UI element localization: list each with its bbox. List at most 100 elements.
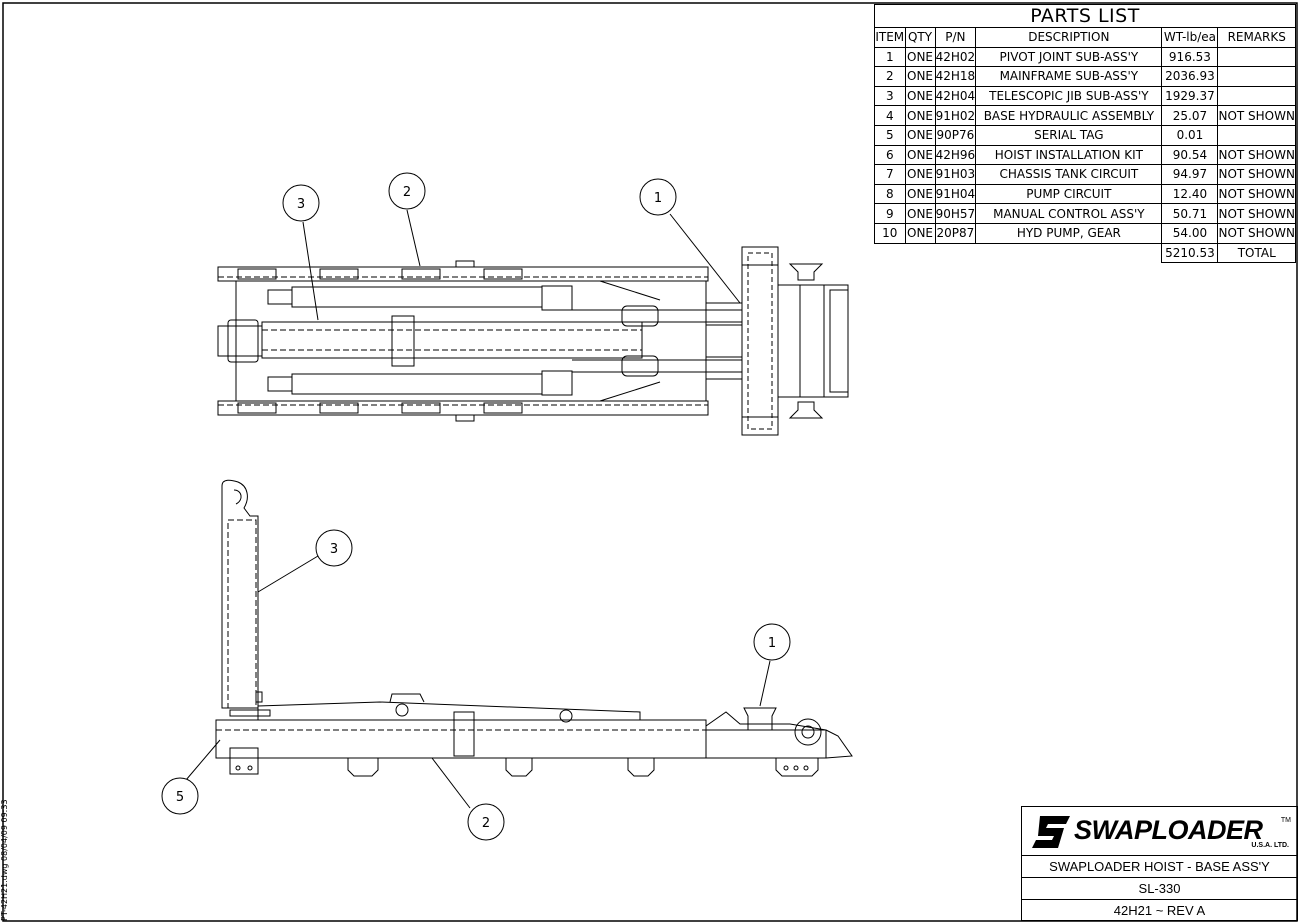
item-number: 5 [874,124,906,146]
weight: 54.00 [1161,222,1219,244]
description: HYD PUMP, GEAR [975,222,1163,244]
svg-text:5: 5 [176,790,184,805]
svg-text:2: 2 [403,185,411,200]
quantity: ONE [904,66,936,87]
remarks [1217,46,1296,68]
part-number: 90P76 [934,124,977,146]
file-stamp: PT-42H21.dwg 08/04/09 09:33 [0,799,9,921]
svg-text:1: 1 [654,191,662,206]
side-view [215,479,853,777]
title-block: SWAPLOADER TM U.S.A. LTD. SWAPLOADER HOI… [1021,806,1298,921]
item-number: 7 [874,164,906,185]
column-header: QTY [904,27,936,48]
item-number: 8 [874,183,906,205]
part-number: 20P87 [934,222,977,244]
remarks: NOT SHOWN [1217,203,1296,224]
remarks [1217,66,1296,87]
column-header: DESCRIPTION [975,27,1163,48]
description: BASE HYDRAULIC ASSEMBLY [975,105,1163,126]
description: HOIST INSTALLATION KIT [975,144,1163,166]
trademark: TM [1280,817,1291,824]
weight: 90.54 [1161,144,1219,166]
balloon-item-1-top: 1 [639,178,677,216]
total-label: TOTAL [1217,242,1296,264]
svg-text:2: 2 [482,816,490,831]
description: PIVOT JOINT SUB-ASS'Y [975,46,1163,68]
weight: 94.97 [1161,164,1219,185]
quantity: ONE [904,85,936,107]
balloon-item-1-side: 1 [753,623,791,661]
quantity: ONE [904,144,936,166]
description: MANUAL CONTROL ASS'Y [975,203,1163,224]
remarks: NOT SHOWN [1217,222,1296,244]
balloon-item-3-side: 3 [315,529,353,567]
weight: 916.53 [1161,46,1219,68]
column-header: P/N [934,27,977,48]
part-number: 90H57 [934,203,977,224]
quantity: ONE [904,183,936,205]
item-number: 6 [874,144,906,166]
model-number: SL-330 [1022,878,1297,900]
part-number: 42H96 [934,144,977,166]
swaploader-s-logo-icon [1032,816,1070,848]
column-header: WT-lb/ea [1161,27,1219,48]
weight: 12.40 [1161,183,1219,205]
brand-name: SWAPLOADER [1074,815,1263,845]
parts-list-header-row: ITEM QTY P/N DESCRIPTION WT-lb/ea REMARK… [874,27,1296,48]
part-number: 42H04 [934,85,977,107]
balloon-item-5-side: 5 [161,777,199,815]
top-view [217,246,849,436]
remarks [1217,124,1296,146]
parts-list-table: PARTS LIST ITEM QTY P/N DESCRIPTION WT-l… [874,4,1296,264]
part-number: 42H18 [934,66,977,87]
remarks: NOT SHOWN [1217,144,1296,166]
quantity: ONE [904,164,936,185]
svg-text:1: 1 [768,636,776,651]
quantity: ONE [904,203,936,224]
description: SERIAL TAG [975,124,1163,146]
svg-text:3: 3 [330,542,338,557]
quantity: ONE [904,222,936,244]
item-number: 10 [874,222,906,244]
remarks: NOT SHOWN [1217,105,1296,126]
part-number: 91H02 [934,105,977,126]
balloon-item-2-side: 2 [467,803,505,841]
description: CHASSIS TANK CIRCUIT [975,164,1163,185]
column-header: REMARKS [1217,27,1296,48]
quantity: ONE [904,124,936,146]
remarks: NOT SHOWN [1217,183,1296,205]
brand-subtitle: U.S.A. LTD. [1251,842,1289,849]
item-number: 1 [874,46,906,68]
quantity: ONE [904,105,936,126]
description: MAINFRAME SUB-ASS'Y [975,66,1163,87]
description: TELESCOPIC JIB SUB-ASS'Y [975,85,1163,107]
svg-text:3: 3 [297,197,305,212]
item-number: 4 [874,105,906,126]
part-number: 42H02 [934,46,977,68]
parts-list-title: PARTS LIST [874,4,1296,28]
item-number: 2 [874,66,906,87]
description: PUMP CIRCUIT [975,183,1163,205]
part-number: 91H03 [934,164,977,185]
balloon-leaders [185,209,771,809]
item-number: 3 [874,85,906,107]
quantity: ONE [904,46,936,68]
remarks: NOT SHOWN [1217,164,1296,185]
column-header: ITEM [874,27,906,48]
total-weight: 5210.53 [1161,242,1219,264]
drawing-title: SWAPLOADER HOIST - BASE ASS'Y [1022,856,1297,878]
drawing-number: 42H21 ~ REV A [1113,903,1206,918]
weight: 50.71 [1161,203,1219,224]
weight: 25.07 [1161,105,1219,126]
balloon-item-2-top: 2 [388,172,426,210]
